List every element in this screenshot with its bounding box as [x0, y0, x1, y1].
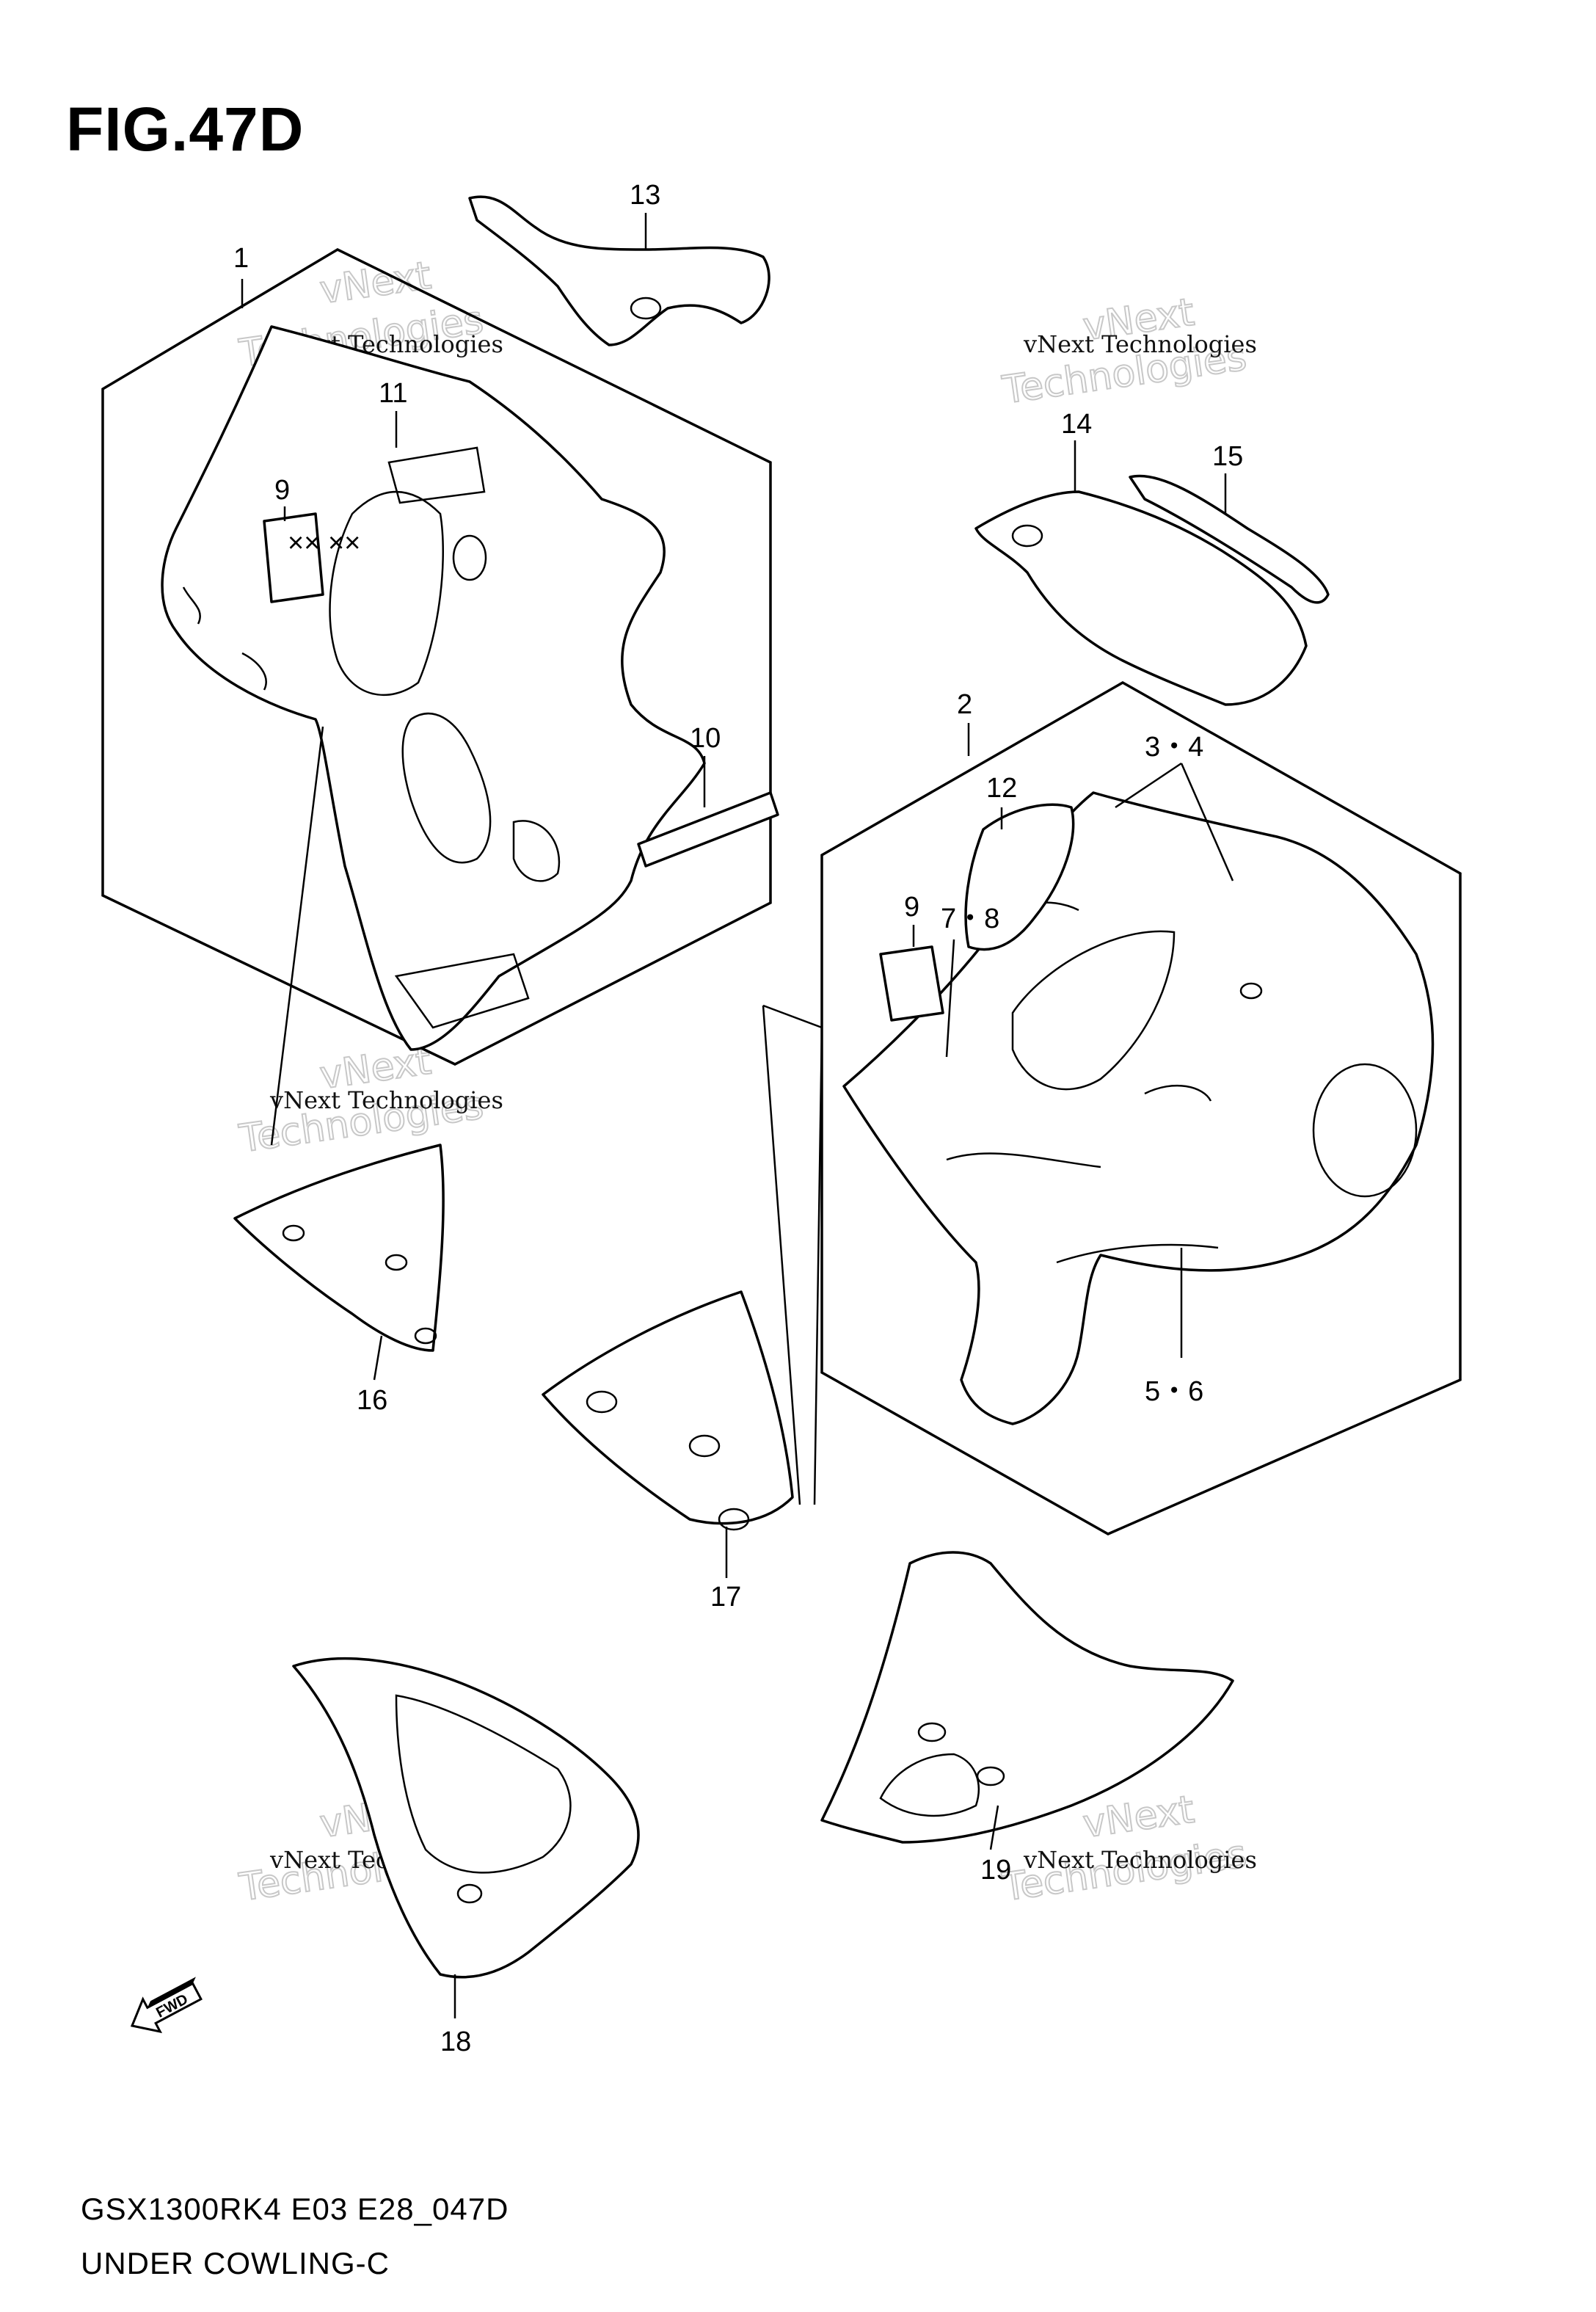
leader-lines [241, 213, 1234, 2018]
part-18-under-panel [292, 1657, 640, 1979]
watermark-text: vNext Technologies [1023, 1846, 1257, 1874]
part-9-pad-right [879, 945, 944, 1022]
part-9-pad-left: ×× ×× [263, 512, 360, 603]
part-17-lower-panel [542, 1290, 794, 1531]
part-10-foam [637, 791, 779, 868]
callout-10: 10 [690, 723, 721, 754]
connector-line [762, 1005, 801, 1505]
callout-19: 19 [980, 1855, 1011, 1886]
callout-17: 17 [710, 1582, 741, 1613]
part-16-side-panel [233, 1144, 445, 1352]
watermark-text: vNext Technologies [269, 1086, 503, 1114]
callout-5-6: 5・6 [1145, 1376, 1203, 1407]
connector-line [813, 1027, 823, 1505]
connector-line [270, 726, 324, 1146]
watermark-text: vNext Technologies [1023, 330, 1257, 358]
watermark-vnext: vNext [317, 254, 434, 313]
part-12-panel [964, 803, 1075, 951]
callout-9-left: 9 [274, 475, 290, 506]
fwd-arrow-icon: FWD [130, 1977, 203, 2034]
part-2-right-cowling [842, 791, 1435, 1425]
callout-14: 14 [1061, 409, 1092, 440]
callout-12: 12 [986, 773, 1017, 804]
assembly-frame-left [101, 248, 772, 1066]
callout-16: 16 [357, 1385, 387, 1416]
callout-13: 13 [630, 180, 660, 211]
model-code: GSX1300RK4 E03 E28_047D [81, 2192, 509, 2226]
callout-11: 11 [379, 378, 407, 409]
callout-18: 18 [440, 2026, 471, 2057]
part-11-pad [387, 446, 486, 504]
section-name: UNDER COWLING-C [81, 2246, 390, 2280]
callout-7-8: 7・8 [941, 904, 999, 934]
part-14-inner-panel [974, 490, 1308, 706]
callout-3-4: 3・4 [1145, 732, 1203, 763]
part-19-belly-pan [820, 1551, 1234, 1844]
callout-9-right: 9 [904, 892, 919, 923]
callout-15: 15 [1212, 441, 1243, 472]
part-15-trim-strip [1129, 474, 1330, 604]
part-1-left-cowling [161, 325, 706, 1051]
figure-title: FIG.47D [66, 95, 305, 164]
part-13-bracket [468, 195, 770, 346]
assembly-frame-right [820, 680, 1462, 1535]
watermark-vnext: vNext [1080, 1788, 1197, 1847]
svg-text:×× ××: ×× ×× [288, 528, 360, 559]
callout-1: 1 [233, 243, 249, 274]
connector-line [762, 1004, 823, 1029]
callout-2: 2 [957, 689, 972, 720]
